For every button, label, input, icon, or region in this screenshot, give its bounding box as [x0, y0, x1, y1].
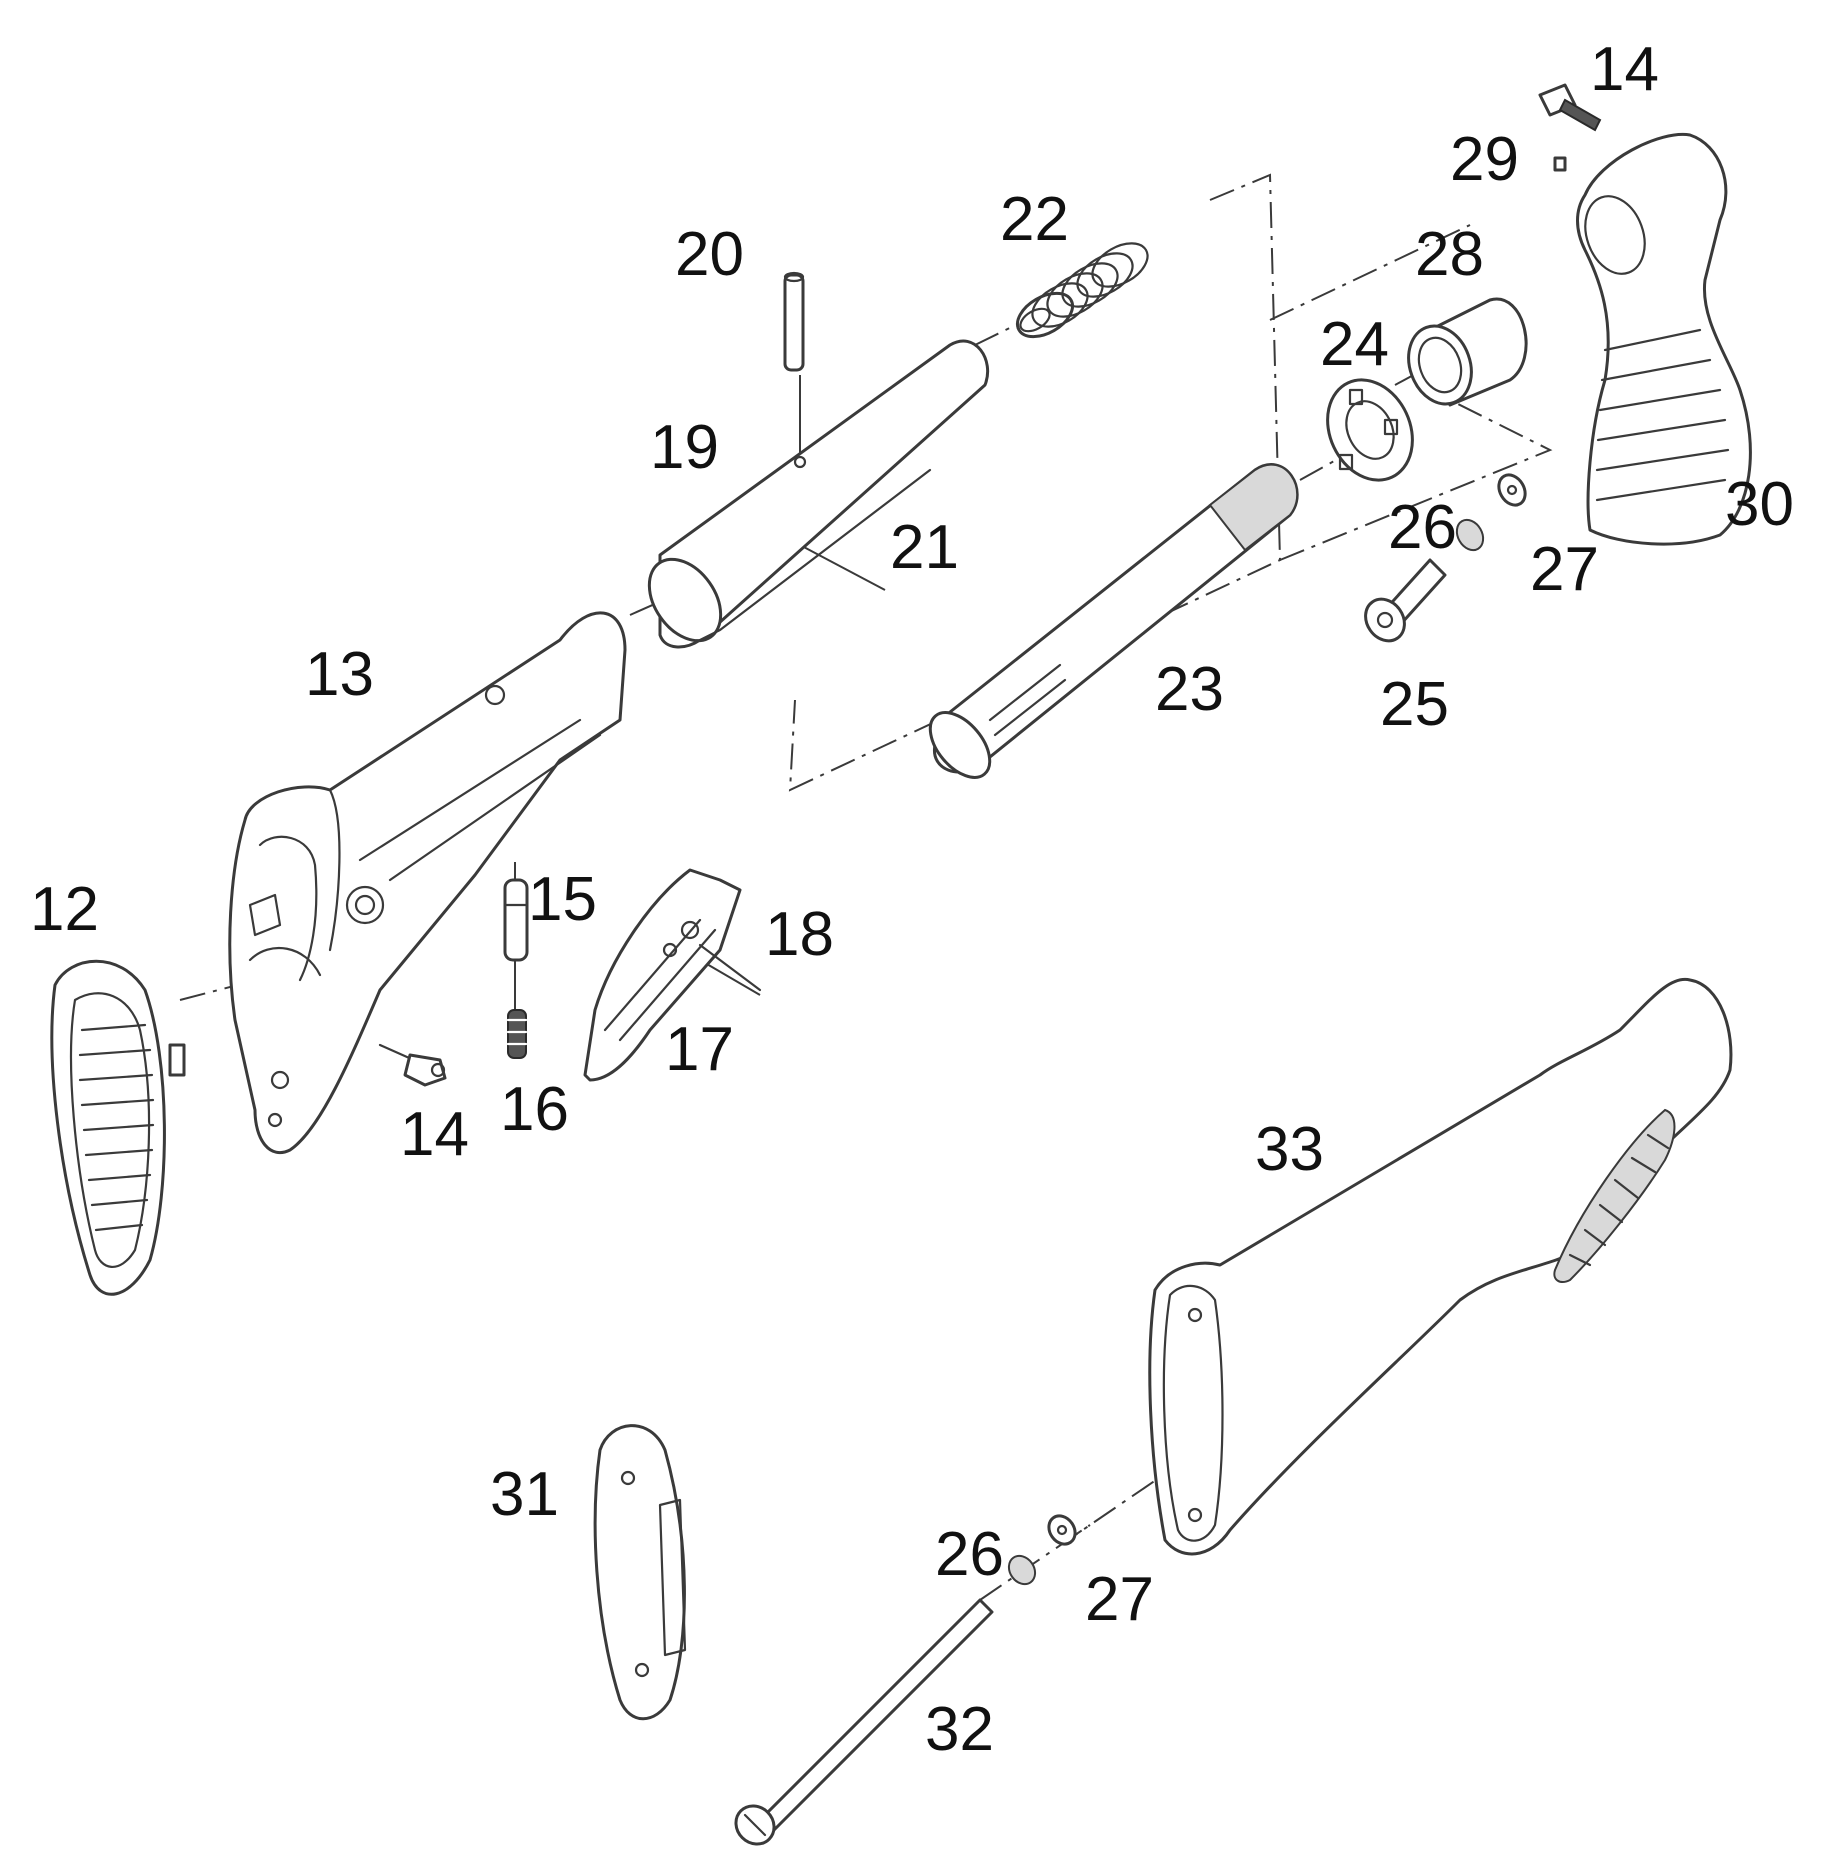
callout-23: 23: [1155, 655, 1224, 724]
part-15-plunger: [503, 878, 529, 962]
callout-29: 29: [1450, 125, 1519, 194]
grip-grooves: [1595, 328, 1730, 502]
callout-21: 21: [890, 513, 959, 582]
part-16-spring: [506, 1009, 528, 1059]
callout-19: 19: [650, 413, 719, 482]
callout-30: 30: [1725, 470, 1794, 539]
callout-31: 31: [490, 1460, 559, 1529]
part-19-tube: [647, 339, 990, 649]
part-13-stock-body: [228, 611, 627, 1154]
part-29-small-pin: [1553, 156, 1567, 172]
callout-17: 17: [665, 1015, 734, 1084]
part-26-lock-washer-upper: [1455, 518, 1485, 552]
part-22-coil-spring: [1016, 242, 1149, 339]
part-32-stock-bolt: [734, 1598, 994, 1846]
callout-26-upper: 26: [1388, 493, 1457, 562]
part-17-cheek-rest: [583, 868, 742, 1082]
part-30-pistol-grip: [1576, 132, 1752, 546]
part-25-bolt: [1364, 558, 1447, 643]
callout-22: 22: [1000, 185, 1069, 254]
callout-24: 24: [1320, 310, 1389, 379]
callout-32: 32: [925, 1695, 994, 1764]
callout-13: 13: [305, 640, 374, 709]
part-18-pin: [698, 943, 762, 992]
part-26-lock-washer-lower: [1007, 1554, 1037, 1586]
stock-checkering: [1553, 1108, 1676, 1283]
callout-labels: 12 13 14 14 15 16 17 18 19 20 21 22 23 2…: [30, 35, 1794, 1764]
callout-27-lower: 27: [1085, 1565, 1154, 1634]
callout-33: 33: [1255, 1115, 1324, 1184]
part-28-sleeve: [1407, 297, 1528, 407]
callout-15: 15: [528, 865, 597, 934]
callout-26-lower: 26: [935, 1520, 1004, 1589]
callout-18: 18: [765, 900, 834, 969]
part-23-threaded-tube: [928, 463, 1299, 779]
part-14-screw-upper: [1538, 83, 1602, 132]
callout-12: 12: [30, 875, 99, 944]
callout-14-upper: 14: [1590, 35, 1659, 104]
callout-20: 20: [675, 220, 744, 289]
recoil-pad-ribs: [78, 1023, 155, 1232]
callout-28: 28: [1415, 220, 1484, 289]
callout-27-upper: 27: [1530, 535, 1599, 604]
part-31-butt-pad: [593, 1424, 687, 1721]
callout-16: 16: [500, 1075, 569, 1144]
part-27-washer-upper: [1497, 473, 1527, 507]
callout-14-lower: 14: [400, 1100, 469, 1169]
callout-25: 25: [1380, 670, 1449, 739]
part-24-castle-nut: [1326, 378, 1414, 482]
part-20-pin: [783, 271, 807, 469]
part-27-washer-lower: [1047, 1514, 1077, 1546]
part-33-fixed-stock: [1148, 977, 1733, 1556]
part-14-screw-lower: [378, 1043, 447, 1087]
part-12-recoil-pad: [50, 959, 186, 1296]
